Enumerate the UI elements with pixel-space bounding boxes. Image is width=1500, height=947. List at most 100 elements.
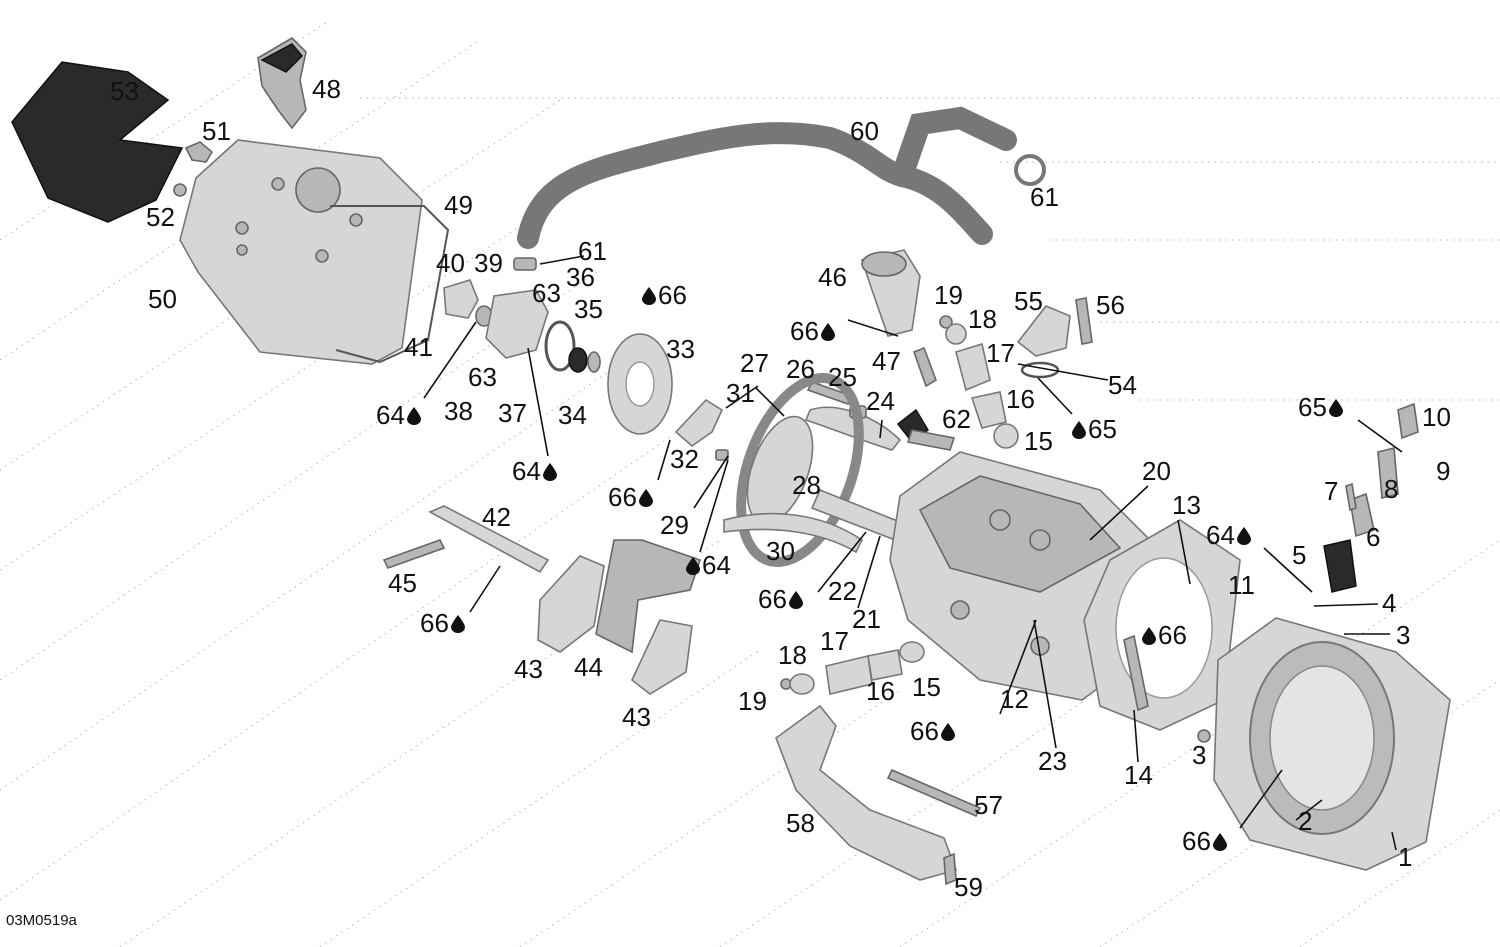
label-43-lower: 43 [622,702,651,732]
part-3-dowel [1197,729,1211,743]
label-66-cylinder: 66 [1182,828,1229,854]
label-15-lower: 15 [912,672,941,702]
part-24-chain-guide [804,406,902,451]
part-43-rocker-arm-b [631,619,693,695]
label-30: 30 [766,536,795,566]
label-26: 26 [786,354,815,384]
part-56-bolt [1075,297,1093,345]
label-66-lever: 66 [608,484,655,510]
part-29-pin [715,449,729,461]
oil-drop-icon [686,557,700,575]
part-52-washer [173,183,187,197]
label-66-pump: 66 [640,282,687,308]
water-pump-group [443,279,673,435]
label-14: 14 [1124,760,1153,790]
part-53-seal [11,61,184,223]
label-5: 5 [1292,540,1307,570]
label-21: 21 [852,604,881,634]
label-66-head: 66 [1140,622,1187,648]
oil-drop-icon [1072,421,1086,439]
label-18-upper: 18 [968,304,997,334]
oil-drop-icon [406,407,421,425]
label-42: 42 [482,502,511,532]
label-17-upper: 17 [986,338,1015,368]
label-62: 62 [942,404,971,434]
label-16-upper: 16 [1006,384,1035,414]
label-50: 50 [148,284,177,314]
label-66-valve: 66 [910,718,957,744]
label-23: 23 [1038,746,1067,776]
label-43-left: 43 [514,654,543,684]
label-64-pump-lower: 64 [512,458,559,484]
label-15-upper: 15 [1024,426,1053,456]
label-27: 27 [740,348,769,378]
label-64-tensioner: 64 [1206,522,1253,548]
label-48: 48 [312,74,341,104]
part-54-o-ring [1020,361,1060,379]
label-66-fitting: 66 [790,318,837,344]
part-49-gasket [330,205,450,364]
part-26-bolt [806,381,854,405]
label-32: 32 [670,444,699,474]
oil-drop-icon [642,287,656,305]
part-42-rocker-shaft [428,505,550,574]
part-61-clamp-top [1014,154,1046,186]
label-64-pin: 64 [684,552,731,578]
label-55: 55 [1014,286,1043,316]
label-60: 60 [850,116,879,146]
label-20: 20 [1142,456,1171,486]
part-50-valve-cover [179,139,423,365]
label-39: 39 [474,248,503,278]
label-1: 1 [1398,842,1413,872]
label-38: 38 [444,396,473,426]
label-18-lower: 18 [778,640,807,670]
label-52: 52 [146,202,175,232]
part-47-sensor [912,346,937,388]
label-29: 29 [660,510,689,540]
oil-drop-icon [1142,627,1156,645]
part-12-cylinder-head [889,451,1151,701]
label-65-upper: 65 [1070,416,1117,442]
label-61-upper: 61 [578,236,607,266]
label-33: 33 [666,334,695,364]
oil-drop-icon [1212,833,1227,851]
label-3-dowel: 3 [1192,740,1207,770]
oil-drop-icon [638,489,653,507]
label-53: 53 [110,76,139,106]
label-36: 36 [566,262,595,292]
oil-drop-icon [788,591,803,609]
label-37: 37 [498,398,527,428]
label-13: 13 [1172,490,1201,520]
oil-drop-icon [542,463,557,481]
label-17-lower: 17 [820,626,849,656]
label-16-lower: 16 [866,676,895,706]
label-11: 11 [1228,570,1255,600]
diagram-reference-code: 03M0519a [6,912,77,929]
oil-drop-icon [1328,399,1343,417]
part-62-tensioner [896,408,956,451]
label-49: 49 [444,190,473,220]
part-30-chain-guide [723,512,864,554]
label-63-lower: 63 [468,362,497,392]
label-66-rocker: 66 [420,610,467,636]
part-58-manifold [775,704,958,881]
label-6: 6 [1366,522,1381,552]
part-60-hose [517,122,993,249]
oil-drop-icon [820,323,835,341]
label-45: 45 [388,568,417,598]
part-60-hose-elbow [891,106,1017,187]
label-65-sensor: 65 [1298,394,1345,420]
label-25: 25 [828,362,857,392]
label-40: 40 [436,248,465,278]
part-45-pin [382,539,446,569]
label-10: 10 [1422,402,1451,432]
label-66-cam: 66 [758,586,805,612]
label-51: 51 [202,116,231,146]
label-64-pump-left: 64 [376,402,423,428]
label-28: 28 [792,470,821,500]
label-2: 2 [1298,806,1313,836]
label-7: 7 [1324,476,1339,506]
part-44-rocker-arm [595,539,702,654]
label-61-hose: 61 [1030,182,1059,212]
